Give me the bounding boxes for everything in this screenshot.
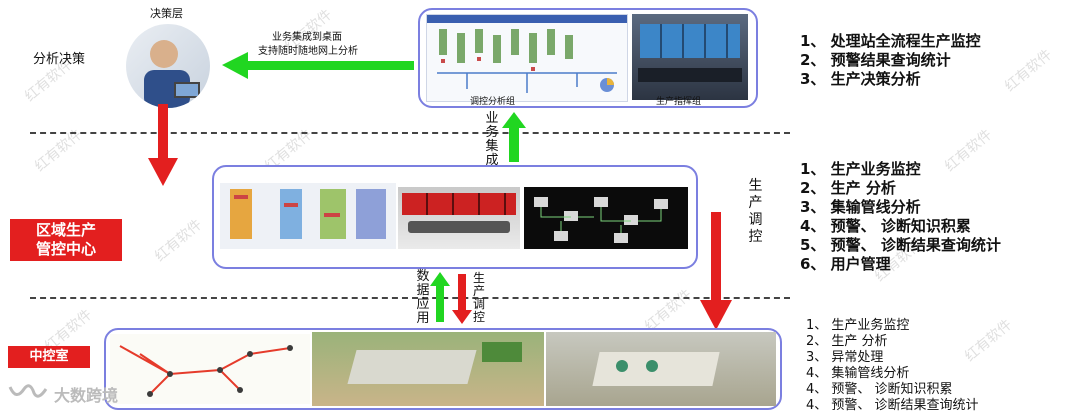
analysis-decision-label: 分析决策 [33, 48, 85, 67]
top-feature-list: 1、 处理站全流程生产监控 2、 预警结果查询统计 3、 生产决策分析 [800, 32, 981, 89]
separator-top [30, 132, 790, 134]
list-item: 3、 集输管线分析 [800, 198, 1001, 217]
mid-feature-list: 1、 生产业务监控 2、 生产 分析 3、 集输管线分析 4、 预警、 诊断知识… [800, 160, 1001, 274]
upward-label: 业务集成 [485, 112, 499, 168]
prod-label: 生产调控 [472, 272, 486, 324]
region-center-tag: 区域生产 管控中心 [10, 219, 122, 261]
list-item: 4、 集输管线分析 [806, 366, 979, 382]
green-arrow-left [222, 52, 414, 80]
panel-right-caption: 生产指挥组 [656, 96, 701, 108]
list-item: 1、 处理站全流程生产监控 [800, 32, 981, 51]
list-item: 4、 预警、 诊断知识积累 [806, 382, 979, 398]
red-arrow-down-left [148, 104, 178, 186]
logo: 大数跨境 [6, 382, 118, 406]
dashboard-screenshot [426, 14, 628, 102]
decision-maker-avatar [126, 24, 210, 108]
list-item: 6、 用户管理 [800, 255, 1001, 274]
plant-aerial-photo-2 [546, 332, 776, 406]
watermark: 红有软件 [1000, 44, 1056, 95]
top-monitor-panel: 调控分析组 生产指挥组 [418, 8, 758, 108]
integration-caption-1: 业务集成到桌面 [272, 32, 342, 44]
list-item: 4、 预警、 诊断结果查询统计 [806, 398, 979, 414]
region-center-line: 管控中心 [10, 240, 122, 259]
control-room-panel [104, 328, 782, 410]
pipeline-diagram-screenshot [524, 187, 688, 249]
red-arrow-down-bottom [452, 274, 472, 324]
control-room-photo [632, 14, 748, 100]
region-center-line: 区域生产 [10, 221, 122, 240]
list-item: 5、 预警、 诊断结果查询统计 [800, 236, 1001, 255]
list-item: 2、 生产 分析 [800, 179, 1001, 198]
watermark: 红有软件 [150, 214, 206, 265]
list-item: 3、 生产决策分析 [800, 70, 981, 89]
side-label: 生产调控 [748, 178, 763, 246]
list-item: 3、 异常处理 [806, 350, 979, 366]
data-label: 数据应用 [416, 270, 430, 326]
control-room-tag: 中控室 [8, 346, 90, 368]
list-item: 1、 生产业务监控 [800, 160, 1001, 179]
decision-layer-label: 决策层 [150, 8, 183, 20]
bottom-feature-list: 1、 生产业务监控 2、 生产 分析 3、 异常处理 4、 集输管线分析 4、 … [806, 318, 979, 414]
control-center-photo [398, 187, 520, 249]
list-item: 2、 预警结果查询统计 [800, 51, 981, 70]
green-arrow-up-bottom [430, 272, 450, 322]
green-arrow-up-top [502, 112, 526, 162]
region-center-panel [212, 165, 698, 269]
pipeline-map [110, 334, 310, 404]
plant-aerial-photo-1 [312, 332, 544, 406]
separator-bottom [30, 297, 790, 299]
red-arrow-down-right [700, 212, 732, 330]
logo-text: 大数跨境 [54, 382, 118, 406]
logo-icon [6, 383, 50, 405]
list-item: 2、 生产 分析 [806, 334, 979, 350]
list-item: 1、 生产业务监控 [806, 318, 979, 334]
list-item: 4、 预警、 诊断知识积累 [800, 217, 1001, 236]
workflow-screenshot [220, 183, 396, 249]
panel-left-caption: 调控分析组 [470, 96, 515, 108]
